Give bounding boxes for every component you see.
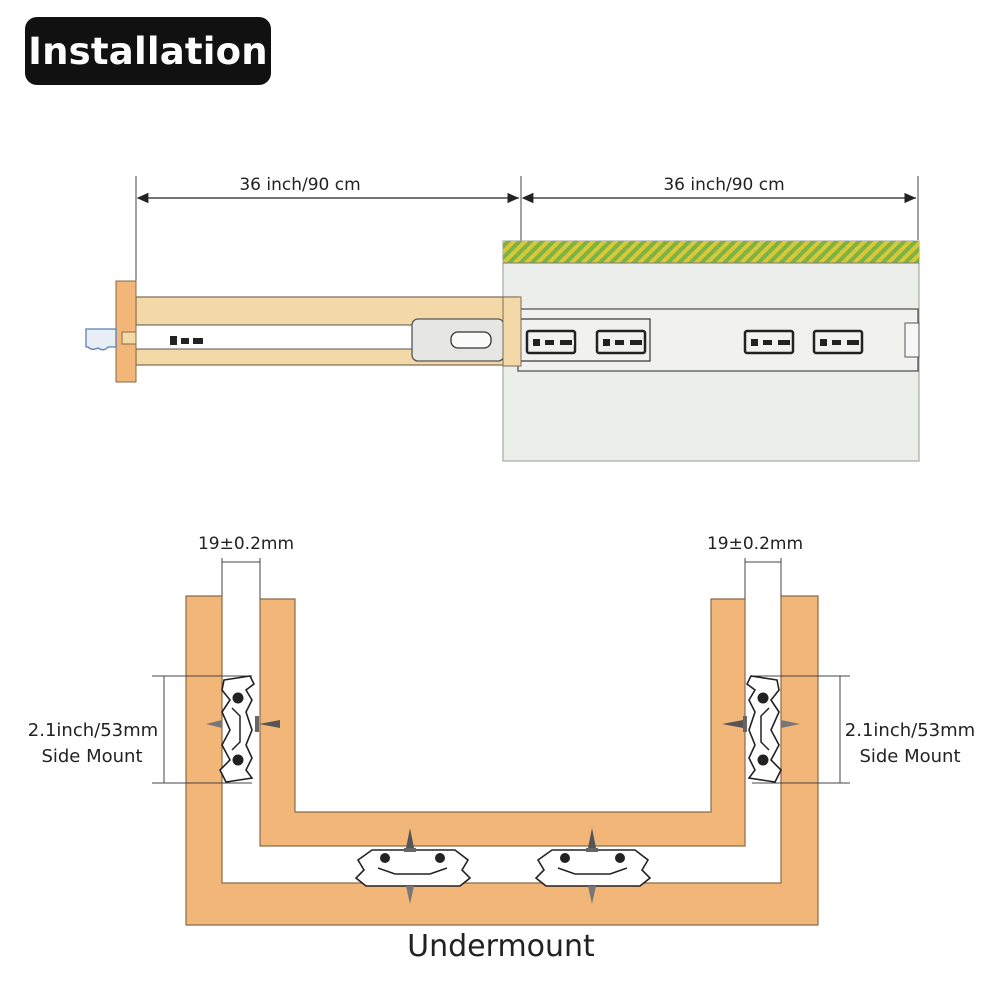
left-screw-icon [206, 716, 280, 732]
right-clearance-label: 19±0.2mm [707, 534, 803, 554]
mounting-slot-1 [525, 329, 577, 355]
right-height-label: 2.1inch/53mm [845, 720, 975, 741]
drawer-top-edge [503, 241, 919, 263]
undermount-screw-right-icon [586, 828, 598, 904]
undermount-slide-left [354, 849, 472, 887]
mounting-slot-4 [812, 329, 864, 355]
right-mount-label: Side Mount [859, 746, 960, 767]
right-side-mount-slide [745, 675, 782, 783]
title-badge: Installation [25, 17, 271, 85]
extension-length-label: 36 inch/90 cm [663, 175, 784, 195]
mounting-slot-2 [595, 329, 647, 355]
undermount-screw-left-icon [404, 828, 416, 904]
right-screw-icon [722, 716, 800, 732]
top-view: 36 inch/90 cm 36 inch/90 cm [85, 175, 920, 462]
left-height-label: 2.1inch/53mm [28, 720, 158, 741]
left-side-mount-slide [219, 675, 256, 783]
handle-icon [85, 328, 117, 351]
undermount-label: Undermount [407, 929, 595, 964]
mounting-slot-3 [743, 329, 795, 355]
left-clearance-label: 19±0.2mm [198, 534, 294, 554]
closed-length-label: 36 inch/90 cm [239, 175, 360, 195]
drawer-frame [259, 598, 746, 847]
undermount-slide-right [534, 849, 652, 887]
left-mount-label: Side Mount [41, 746, 142, 767]
bottom-view: 19±0.2mm 19±0.2mm 2.1inch/53mm Side Moun… [28, 534, 975, 964]
page-title: Installation [28, 29, 268, 73]
inner-rail [135, 324, 415, 350]
